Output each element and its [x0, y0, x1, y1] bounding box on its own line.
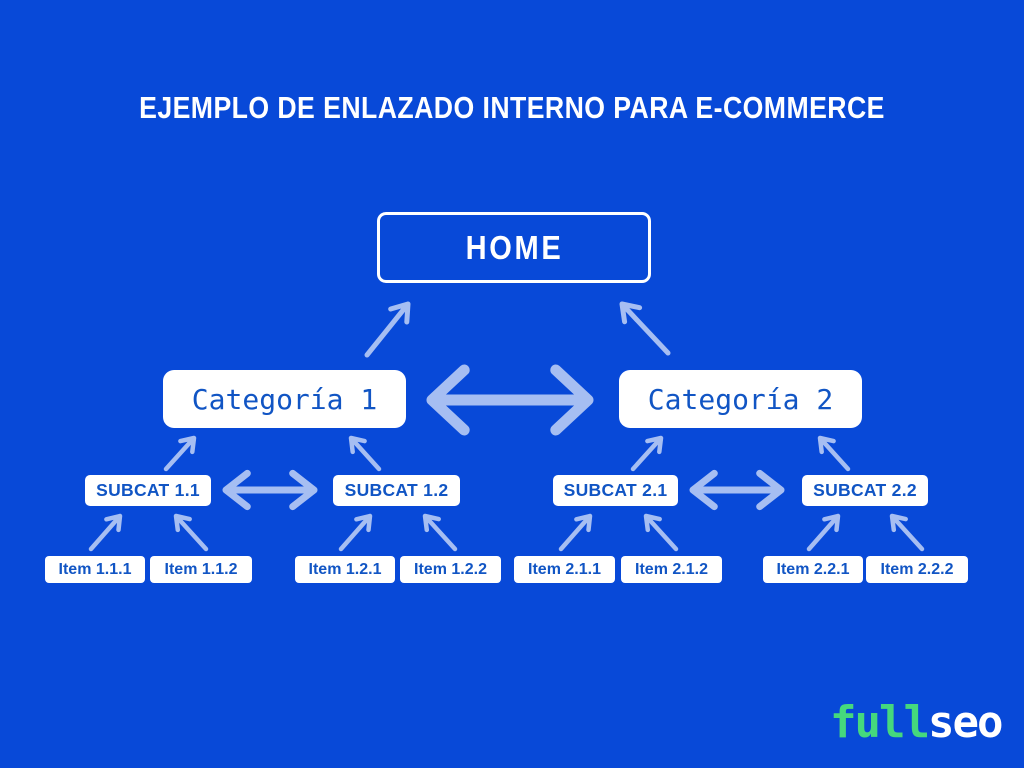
node-subcat-1-1[interactable]: SUBCAT 1.1	[85, 475, 211, 506]
logo-text-full: full	[830, 697, 930, 748]
item-2-2-2-label: Item 2.2.2	[880, 560, 954, 578]
arrow-item112-to-subcat11	[173, 513, 209, 552]
arrow-subcat11-to-category1	[163, 435, 197, 472]
arrow-subcat22-to-category2	[817, 435, 851, 472]
node-subcat-2-1[interactable]: SUBCAT 2.1	[553, 475, 678, 506]
arrow-subcat21-subcat22	[689, 469, 785, 511]
category-1-label: Categoría 1	[191, 382, 378, 416]
fullseo-logo: fullseo	[830, 697, 1003, 748]
node-item-2-1-2[interactable]: Item 2.1.2	[621, 556, 722, 583]
node-home[interactable]: HOME	[377, 212, 651, 283]
subcat-2-1-label: SUBCAT 2.1	[563, 480, 668, 500]
arrow-subcat21-to-category2	[630, 435, 664, 472]
arrow-category2-to-home	[619, 301, 671, 356]
node-subcat-2-2[interactable]: SUBCAT 2.2	[802, 475, 928, 506]
arrow-item122-to-subcat12	[422, 513, 458, 552]
node-item-2-1-1[interactable]: Item 2.1.1	[514, 556, 615, 583]
subcat-1-2-label: SUBCAT 1.2	[344, 480, 449, 500]
logo-text-seo: seo	[927, 697, 1003, 748]
category-2-label: Categoría 2	[647, 382, 834, 416]
item-1-1-1-label: Item 1.1.1	[58, 560, 132, 578]
subcat-2-2-label: SUBCAT 2.2	[813, 480, 917, 500]
node-item-2-2-1[interactable]: Item 2.2.1	[763, 556, 863, 583]
item-1-1-2-label: Item 1.1.2	[164, 560, 238, 578]
arrow-item222-to-subcat22	[889, 513, 925, 552]
arrow-category1-to-home	[364, 301, 411, 358]
home-label: HOME	[465, 228, 563, 266]
subcat-1-1-label: SUBCAT 1.1	[96, 480, 200, 500]
arrow-item111-to-subcat11	[88, 513, 123, 552]
node-subcat-1-2[interactable]: SUBCAT 1.2	[333, 475, 460, 506]
item-2-1-1-label: Item 2.1.1	[528, 560, 601, 578]
node-item-1-2-1[interactable]: Item 1.2.1	[295, 556, 395, 583]
arrow-category1-category2	[426, 364, 594, 436]
arrow-item211-to-subcat21	[558, 513, 593, 552]
page-title: EJEMPLO DE ENLAZADO INTERNO PARA E-COMME…	[139, 90, 885, 125]
node-item-1-1-2[interactable]: Item 1.1.2	[150, 556, 252, 583]
arrow-subcat11-subcat12	[222, 469, 318, 511]
item-1-2-1-label: Item 1.2.1	[308, 560, 382, 578]
item-1-2-2-label: Item 1.2.2	[414, 560, 487, 578]
node-category-1[interactable]: Categoría 1	[163, 370, 406, 428]
item-2-1-2-label: Item 2.1.2	[635, 560, 708, 578]
node-item-2-2-2[interactable]: Item 2.2.2	[866, 556, 968, 583]
node-item-1-1-1[interactable]: Item 1.1.1	[45, 556, 145, 583]
node-category-2[interactable]: Categoría 2	[619, 370, 862, 428]
arrow-item121-to-subcat12	[338, 513, 373, 552]
node-item-1-2-2[interactable]: Item 1.2.2	[400, 556, 501, 583]
arrow-item212-to-subcat21	[643, 513, 679, 552]
arrow-item221-to-subcat22	[806, 513, 841, 552]
arrow-subcat12-to-category1	[348, 435, 382, 472]
item-2-2-1-label: Item 2.2.1	[776, 560, 850, 578]
